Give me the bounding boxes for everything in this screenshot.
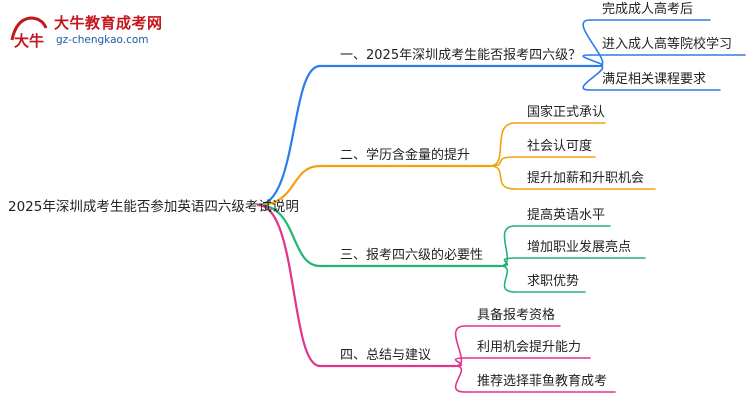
child-connector [582, 54, 604, 67]
child-node-2-1: 国家正式承认 [527, 104, 605, 120]
logo-url: gz-chengkao.com [56, 34, 149, 46]
branch-connector [256, 203, 322, 268]
child-connector [499, 265, 516, 293]
branch-node-3: 三、报考四六级的必要性 [340, 247, 483, 263]
nodes-layer: 一、2025年深圳成考生能否报考四六级？ 完成成人高考后进入成人高等院校学习满足相… [340, 1, 732, 389]
edges-layer [256, 19, 746, 393]
root-node: 2025年深圳成考生能否参加英语四六级考试说明 [8, 198, 299, 215]
child-node-3-1: 提高英语水平 [527, 207, 605, 223]
branch-connector [256, 203, 322, 368]
child-connector [582, 65, 604, 91]
branch-connector [256, 164, 322, 207]
site-logo: 大牛 大牛教育成考网 gz-chengkao.com [6, 10, 166, 60]
child-node-2-2: 社会认可度 [527, 138, 592, 154]
child-node-1-2: 进入成人高等院校学习 [602, 36, 732, 52]
branch-node-4: 四、总结与建议 [340, 348, 431, 363]
child-connector [489, 122, 516, 167]
child-node-1-1: 完成成人高考后 [602, 1, 693, 17]
child-node-4-2: 利用机会提升能力 [477, 339, 581, 355]
child-node-2-3: 提升加薪和升职机会 [527, 170, 644, 186]
child-connector [454, 365, 466, 393]
branch-node-2: 二、学历含金量的提升 [340, 147, 470, 163]
branch-connector [256, 64, 322, 207]
child-node-3-3: 求职优势 [527, 273, 579, 289]
child-node-3-2: 增加职业发展亮点 [527, 239, 631, 255]
child-connector [499, 225, 516, 267]
child-node-1-3: 满足相关课程要求 [602, 72, 706, 87]
child-connector [454, 325, 466, 367]
logo-mark-icon: 大牛 [10, 16, 48, 50]
logo-mark-text: 大牛 [14, 32, 44, 50]
child-node-4-3: 推荐选择菲鱼教育成考 [477, 373, 607, 389]
child-node-4-1: 具备报考资格 [477, 307, 555, 323]
child-connector [582, 19, 604, 67]
logo-title: 大牛教育成考网 [54, 14, 163, 32]
child-connector [489, 165, 516, 190]
branch-node-1: 一、2025年深圳成考生能否报考四六级？ [340, 48, 581, 63]
